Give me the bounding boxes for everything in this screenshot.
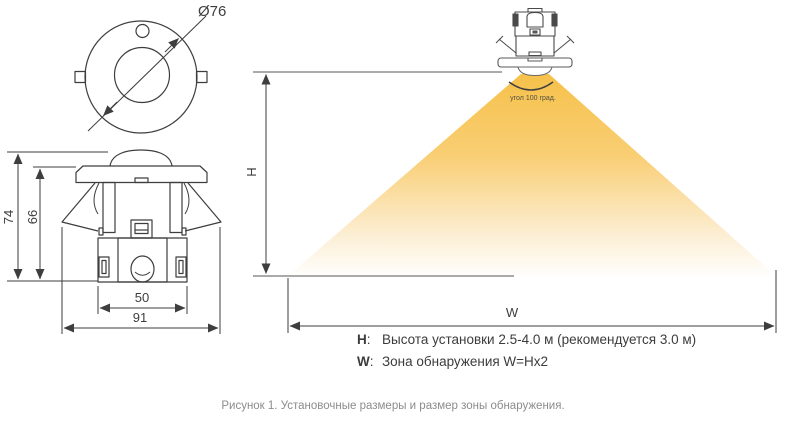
legend-key-w: W: [357,354,374,369]
legend-row-width: W: Зона обнаружения W=Hx2 [357,354,696,369]
side-right-spring [184,182,222,232]
top-view-outer-ring [84,20,198,134]
dim-74-label: 74 [1,209,16,225]
side-left-spring [61,182,99,232]
ceiling-sensor [495,7,575,77]
installation-diagram [253,7,777,333]
side-right-post [169,181,183,234]
diameter-label: Ø76 [198,3,227,20]
top-view-led-window [135,23,150,39]
legend-key-h: H: [357,332,371,347]
height-h-label: H [244,167,259,177]
side-left-post [102,181,116,234]
dim-50-label: 50 [134,290,150,305]
sensor-spring-wires [495,35,575,54]
dim-66-label: 66 [25,209,40,225]
legend-row-height: H: Высота установки 2.5-4.0 м (рекоменду… [357,332,696,347]
cone-angle-label: угол 100 град. [510,95,556,102]
sensor-dome [517,66,553,77]
side-lens-smile [134,271,151,276]
side-terminal-block [130,219,153,239]
top-view-right-tab [195,70,208,84]
side-lens [130,255,155,283]
sensor-side-view [7,149,222,334]
side-flange [75,165,208,184]
side-dome [109,149,173,167]
installation-dimensions [261,74,777,333]
sensor-lower-body [515,35,555,57]
legend-text-w: Зона обнаружения W=Hx2 [382,354,549,369]
side-right-slot [175,256,187,278]
side-left-slot [98,256,110,278]
angle-arc [508,81,554,91]
top-view-left-tab [74,70,87,84]
width-w-label: W [505,305,519,320]
legend-text-h: Высота установки 2.5-4.0 м (рекомендуетс… [382,332,697,347]
figure-caption: Рисунок 1. Установочные размеры и размер… [221,400,565,412]
diameter-dimension [87,15,207,132]
legend: H: Высота установки 2.5-4.0 м (рекоменду… [357,332,696,376]
side-dimensions [7,151,221,334]
sensor-top-view [74,15,208,134]
dim-91-label: 91 [132,310,148,325]
top-view-lens-ring [113,46,171,104]
detection-cone [288,74,776,276]
side-flange-notch [134,177,149,184]
sensor-inner-dome [526,11,544,28]
sensor-flange [497,57,573,68]
